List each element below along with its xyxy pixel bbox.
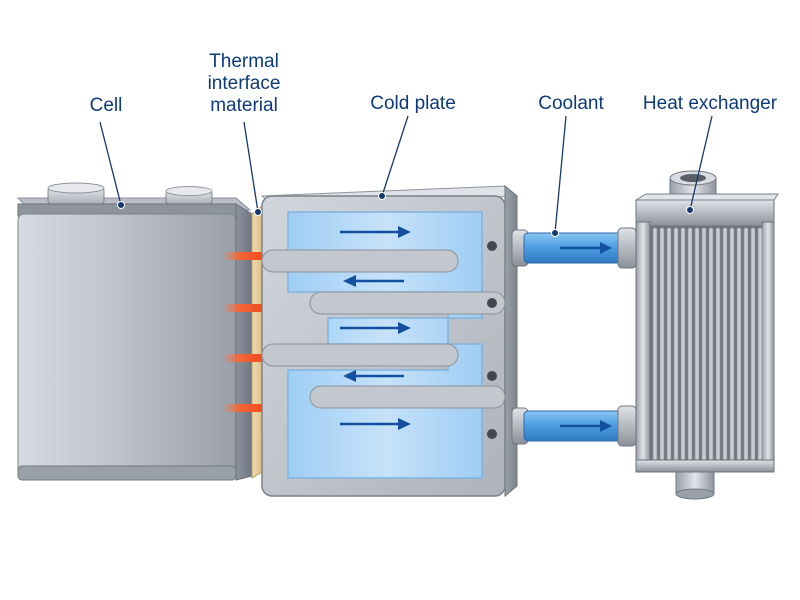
heat-exchanger-fin bbox=[687, 227, 693, 461]
flow-arrow-left bbox=[343, 275, 404, 287]
heat-exchanger-frame-left bbox=[635, 221, 651, 467]
coolant-pipe-bottom bbox=[511, 405, 637, 447]
heat-exchanger-fin bbox=[652, 227, 658, 461]
cell-body-side bbox=[235, 203, 253, 481]
leader-cold-plate bbox=[378, 115, 409, 200]
bolt bbox=[487, 298, 497, 308]
heat-exchanger-fin bbox=[708, 227, 714, 461]
cell-terminal-negative bbox=[47, 182, 105, 205]
leader-thermal-interface-material bbox=[243, 121, 262, 216]
label-coolant: Coolant bbox=[538, 93, 604, 114]
flow-arrow-left bbox=[343, 370, 404, 382]
label-cold-plate: Cold plate bbox=[370, 93, 456, 114]
heat-exchanger-bottom-port bbox=[675, 471, 715, 500]
heat-exchanger-top-header bbox=[635, 199, 775, 227]
heat-exchanger-fin bbox=[680, 227, 686, 461]
cell-body-front bbox=[17, 213, 237, 479]
heat-exchanger bbox=[634, 170, 779, 500]
coolant-flow-arrow bbox=[560, 242, 612, 254]
bolt bbox=[487, 241, 497, 251]
heat-exchanger-fin bbox=[729, 227, 735, 461]
label-heat-exchanger: Heat exchanger bbox=[642, 93, 778, 114]
leader-lines bbox=[99, 115, 713, 237]
heat-exchanger-fin bbox=[743, 227, 749, 461]
leader-heat-exchanger bbox=[686, 115, 713, 214]
label-thermal-interface-material-line3: material bbox=[210, 95, 278, 116]
channel-rib bbox=[309, 385, 506, 409]
flow-arrows bbox=[340, 226, 411, 430]
heat-exchanger-fin bbox=[673, 227, 679, 461]
coolant-flow-arrow bbox=[560, 420, 612, 432]
bolt bbox=[487, 371, 497, 381]
thermal-interface-material bbox=[251, 204, 263, 479]
heat-exchanger-fin bbox=[750, 227, 756, 461]
flow-arrow-right bbox=[340, 226, 411, 238]
flow-arrow-right bbox=[340, 322, 411, 334]
bolt bbox=[487, 429, 497, 439]
heat-exchanger-fin bbox=[694, 227, 700, 461]
channel-rib bbox=[261, 249, 459, 273]
cell-bottom-band bbox=[17, 465, 237, 481]
heat-exchanger-bottom-header bbox=[635, 459, 775, 473]
heat-exchanger-fin bbox=[722, 227, 728, 461]
heat-exchanger-fin bbox=[666, 227, 672, 461]
cell bbox=[16, 182, 253, 481]
cold-plate bbox=[260, 184, 519, 498]
heat-exchanger-fin bbox=[701, 227, 707, 461]
channel-rib bbox=[309, 291, 506, 315]
heat-exchanger-fin bbox=[736, 227, 742, 461]
channel-rib bbox=[261, 343, 459, 367]
label-thermal-interface-material-line1: Thermal bbox=[209, 51, 279, 72]
heat-exchanger-fin bbox=[757, 227, 763, 461]
coolant-pipe-top bbox=[511, 227, 637, 269]
label-cell: Cell bbox=[89, 95, 123, 116]
leader-cell bbox=[99, 121, 125, 209]
leader-coolant bbox=[551, 115, 567, 237]
flow-arrow-right bbox=[340, 418, 411, 430]
cell-terminal-positive bbox=[165, 186, 213, 205]
heat-exchanger-frame-right bbox=[761, 221, 775, 467]
coolant-pipes bbox=[511, 227, 637, 447]
label-thermal-interface-material-line2: interface bbox=[207, 73, 281, 94]
heat-exchanger-fin bbox=[659, 227, 665, 461]
heat-exchanger-fin bbox=[715, 227, 721, 461]
